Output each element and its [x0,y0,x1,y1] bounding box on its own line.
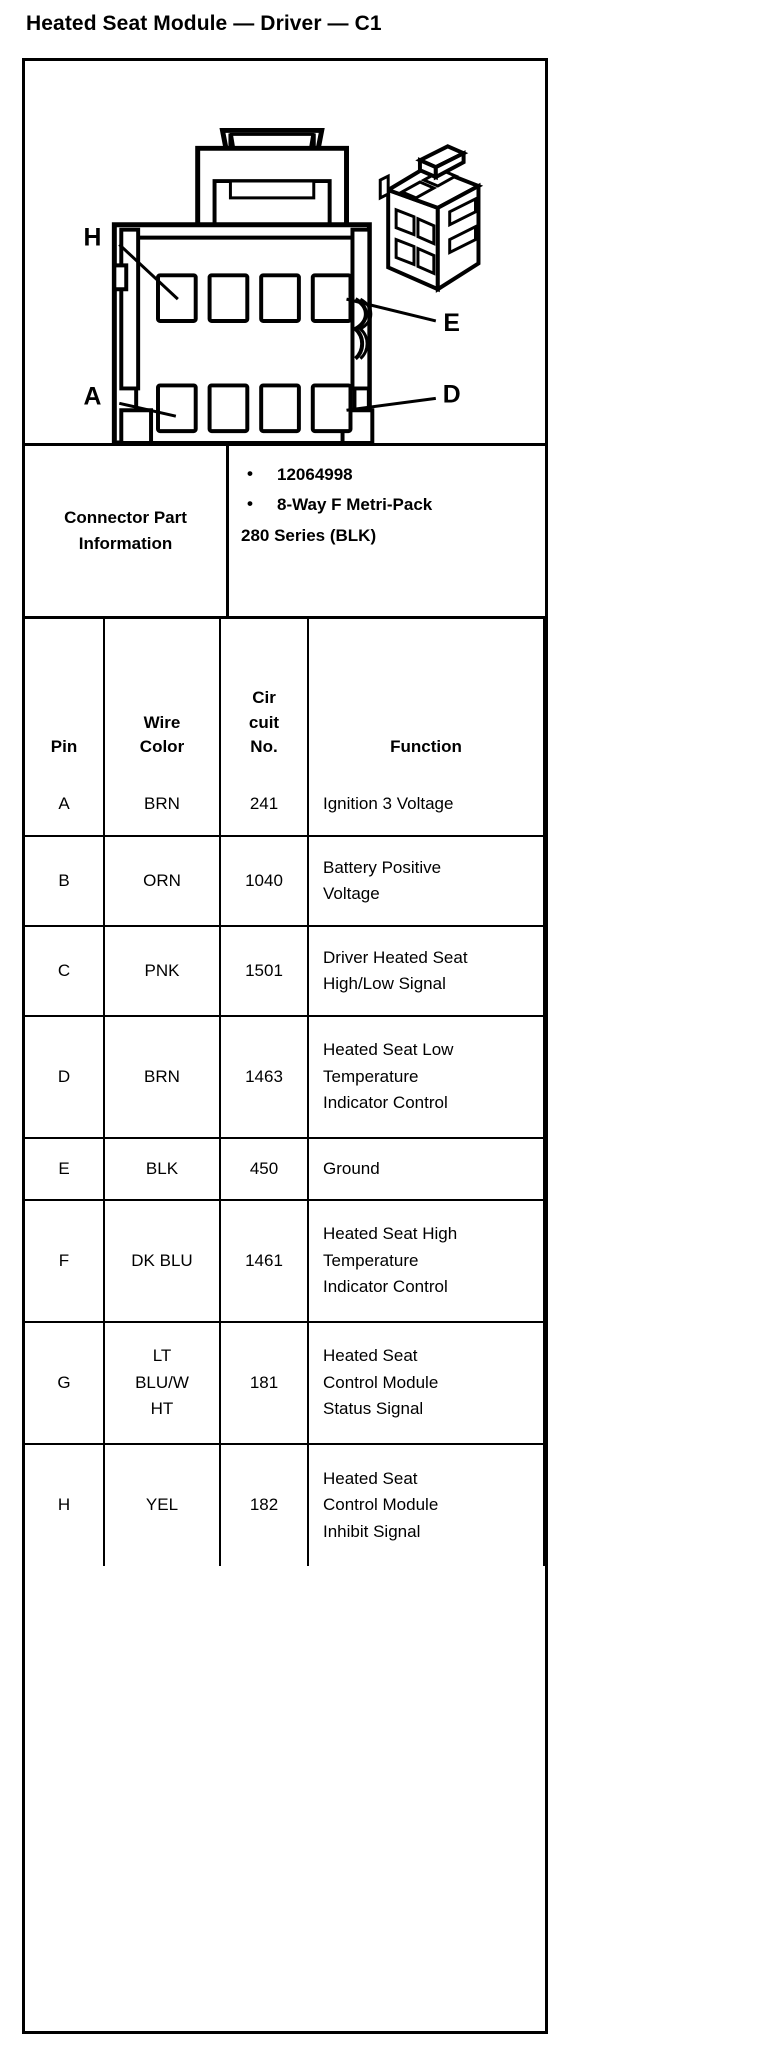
function-line: Temperature [323,1066,419,1086]
function-line: Battery Positive [323,857,442,877]
connector-isometric-view [378,144,484,293]
callout-leader-a [118,401,177,418]
callout-label-h: H [84,225,102,252]
cell-pin: G [25,1322,105,1445]
cell-pin: B [25,836,105,927]
callout-label-a: A [84,383,102,410]
callout-label-e: E [443,310,460,337]
cell-wire-color: BRN [104,774,221,837]
cell-circuit-no: 181 [220,1322,309,1445]
column-header-wire-color-line1: Wire [143,712,181,732]
connector-diagram-panel: H E A D [25,61,545,446]
cell-function: Heated Seat Control Module Status Signal [308,1322,545,1445]
cell-function: Ground [308,1138,545,1201]
connector-part-information-value-cell: 12064998 8-Way F Metri-Pack 280 Series (… [229,446,545,616]
cell-circuit-no: 1501 [220,926,309,1017]
pinout-table-header-row: Pin Wire Color Cir cuit No. Function [25,619,545,774]
callout-leader-h [118,243,179,301]
pinout-table: Pin Wire Color Cir cuit No. Function [25,619,545,1566]
cell-circuit-no: 1040 [220,836,309,927]
connector-datasheet-frame: H E A D Connector Part Information 12064… [22,58,548,2034]
table-row: F DK BLU 1461 Heated Seat High Temperatu… [25,1200,545,1323]
column-header-pin-text: Pin [50,737,78,757]
function-line: Ignition 3 Voltage [323,794,454,814]
table-row: C PNK 1501 Driver Heated Seat High/Low S… [25,926,545,1017]
function-line: Driver Heated Seat [323,947,468,967]
cell-function: Battery Positive Voltage [308,836,545,927]
wire-color-line: BLU/W [135,1372,189,1392]
cell-circuit-no: 1463 [220,1016,309,1139]
cell-circuit-no: 182 [220,1444,309,1566]
cell-pin: A [25,774,105,837]
connector-diagram-svg: H E A D [84,127,484,443]
cell-wire-color: PNK [104,926,221,1017]
table-row: G LT BLU/W HT 181 Heated Seat Control Mo… [25,1322,545,1445]
cell-circuit-no: 1461 [220,1200,309,1323]
function-line: Inhibit Signal [323,1521,421,1541]
cell-circuit-no: 450 [220,1138,309,1201]
cell-wire-color: LT BLU/W HT [104,1322,221,1445]
connector-part-information-label: Connector Part Information [64,507,187,553]
connector-latch-shroud [195,145,349,231]
cell-wire-color: BLK [104,1138,221,1201]
column-header-wire-color: Wire Color [104,619,221,774]
connector-part-number: 12064998 [241,461,537,488]
callout-label-d: D [443,381,461,408]
column-header-circuit-no: Cir cuit No. [220,619,309,774]
wire-color-line: HT [150,1399,174,1419]
page-title: Heated Seat Module — Driver — C1 [26,12,382,35]
cell-wire-color: YEL [104,1444,221,1566]
callout-leader-e [346,297,437,323]
cell-pin: E [25,1138,105,1201]
function-line: Ground [323,1158,380,1178]
column-header-function: Function [308,619,545,774]
cavity-row-bottom [156,383,353,434]
wire-color-line: LT [152,1346,172,1366]
table-row: D BRN 1463 Heated Seat Low Temperature I… [25,1016,545,1139]
cell-wire-color: ORN [104,836,221,927]
cell-function: Ignition 3 Voltage [308,774,545,837]
function-line: High/Low Signal [323,974,446,993]
callout-leader-d [346,396,437,412]
function-line: Indicator Control [323,1093,448,1113]
table-row: E BLK 450 Ground [25,1138,545,1201]
cell-function: Heated Seat Low Temperature Indicator Co… [308,1016,545,1139]
function-line: Control Module [323,1372,439,1392]
connector-type: 8-Way F Metri-Pack [241,491,537,518]
cell-function: Heated Seat Control Module Inhibit Signa… [308,1444,545,1566]
column-header-circuit-line3: No. [250,737,278,757]
cell-circuit-no: 241 [220,774,309,837]
cell-wire-color: DK BLU [104,1200,221,1323]
cell-pin: C [25,926,105,1017]
column-header-pin: Pin [25,619,105,774]
function-line: Heated Seat [323,1346,418,1366]
function-line: Status Signal [323,1399,424,1419]
cell-function: Driver Heated Seat High/Low Signal [308,926,545,1017]
cell-pin: F [25,1200,105,1323]
connector-part-information-label-cell: Connector Part Information [25,446,229,616]
connector-series: 280 Series (BLK) [241,525,377,545]
column-header-circuit-line1: Cir [252,688,276,708]
table-row: A BRN 241 Ignition 3 Voltage [25,774,545,837]
connector-part-information-row: Connector Part Information 12064998 8-Wa… [25,446,545,619]
connector-part-information-bullets: 12064998 8-Way F Metri-Pack [241,461,537,519]
function-line: Heated Seat Low [323,1040,454,1060]
function-line: Heated Seat [323,1468,418,1488]
column-header-circuit-line2: cuit [248,712,280,732]
function-line: Control Module [323,1495,439,1515]
cell-wire-color: BRN [104,1016,221,1139]
function-line: Indicator Control [323,1277,448,1297]
function-line: Heated Seat High [323,1224,458,1244]
cell-pin: H [25,1444,105,1566]
function-line: Voltage [323,884,380,903]
column-header-wire-color-line2: Color [139,737,185,757]
cell-function: Heated Seat High Temperature Indicator C… [308,1200,545,1323]
column-header-function-text: Function [390,737,462,757]
cell-pin: D [25,1016,105,1139]
table-row: H YEL 182 Heated Seat Control Module Inh… [25,1444,545,1566]
table-row: B ORN 1040 Battery Positive Voltage [25,836,545,927]
function-line: Temperature [323,1250,419,1270]
